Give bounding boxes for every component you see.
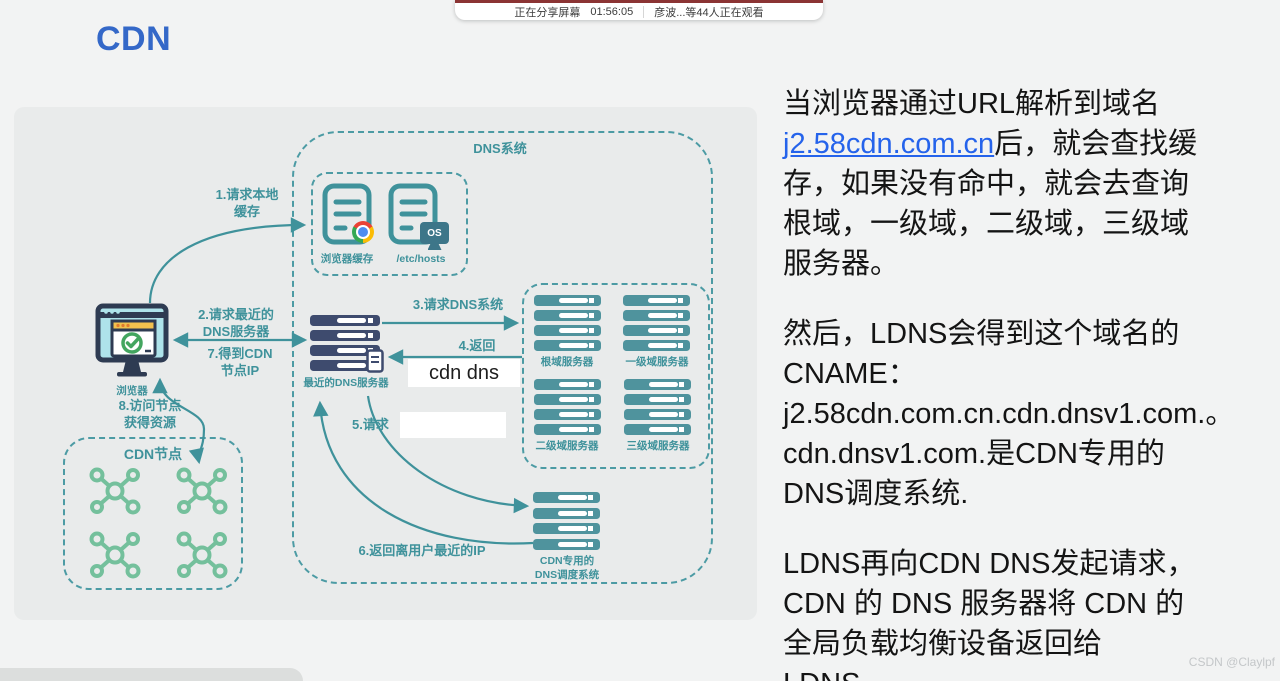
step3-label: 3.请求DNS系统 [412,297,504,312]
hosts-file-icon [388,183,438,245]
cdn-scheduler-server-icon [533,492,600,550]
browser-label: 浏览器 [116,385,148,397]
step7-label: 7.得到CDN 节点IP [207,346,273,379]
blank-annotation-box [400,412,506,438]
local-cache-box [311,172,468,276]
first-level-server-label: 一级域服务器 [625,356,689,368]
root-domain-server-label: 根域服务器 [540,356,594,368]
note-paragraph-2: 然后，LDNS会得到这个域名的CNAME：j2.58cdn.com.cn.cdn… [783,318,1235,510]
root-domain-server-icon [534,295,601,351]
step2-label: 2.请求最近的 DNS服务器 [198,307,274,340]
chrome-icon [352,221,374,243]
domain-servers-box [522,283,710,469]
cdn-nodes-label: CDN节点 [123,446,183,462]
page-title: CDN [96,20,172,58]
step5-label: 5.请求 [352,417,389,432]
p1-before: 当浏览器通过URL解析到域名 [783,88,1161,120]
background-window-edge [0,668,303,681]
step4-label: 4.返回 [458,338,496,353]
step6-label: 6.返回离用户最近的IP [358,543,486,558]
cdn-node-icon [89,467,141,515]
screen-share-bar: 正在分享屏幕 01:56:05 彦波...等44人正在观看 [455,0,823,20]
cdn-dns-annotation: cdn dns [408,359,520,387]
domain-link[interactable]: j2.58cdn.com.cn [783,128,995,160]
csdn-watermark: CSDN @Claylpf [1188,655,1275,669]
share-timer: 01:56:05 [590,5,634,18]
browser-cache-file-icon [322,183,372,245]
share-bar-divider [643,5,645,18]
third-level-server-icon [624,379,691,435]
p1-after: 后，就会查找缓存，如果没有命中，就会去查询根域，一级域，二级域，三级域服务器。 [783,128,1198,280]
browser-cache-label: 浏览器缓存 [320,253,374,265]
cdn-node-icon [176,467,228,515]
second-level-server-label: 二级域服务器 [535,440,599,452]
cdn-node-icon [89,531,141,579]
dns-system-label: DNS系统 [473,141,527,156]
dns-system-box [292,131,713,584]
second-level-server-icon [534,379,601,435]
nearest-dns-label: 最近的DNS服务器 [303,377,389,389]
note-paragraph-1: 当浏览器通过URL解析到域名 j2.58cdn.com.cn后，就会查找缓存，如果… [783,84,1207,284]
browser-icon [95,303,169,377]
share-viewers-text: 彦波...等44人正在观看 [654,6,764,19]
first-level-server-icon [623,295,690,351]
arrow-step1 [148,217,307,304]
cdn-diagram-panel: DNS系统 OS 浏览器缓存 /etc/hosts 浏览器 [14,107,757,620]
dns-record-doc-icon [366,349,384,373]
etc-hosts-label: /etc/hosts [396,253,446,265]
cdn-node-icon [176,531,228,579]
note-paragraph-3: LDNS再向CDN DNS发起请求，CDN 的 DNS 服务器将 CDN 的全局… [783,548,1196,681]
share-status-text: 正在分享屏幕 [514,6,581,19]
third-level-server-label: 三级域服务器 [626,440,690,452]
notes-column: 当浏览器通过URL解析到域名 j2.58cdn.com.cn后，就会查找缓存，如果… [783,84,1235,681]
os-icon: OS [420,222,449,244]
nearest-dns-server-icon [310,315,380,371]
step1-label: 1.请求本地 缓存 [215,187,279,220]
cdn-scheduler-label: CDN专用的 DNS调度系统 [534,555,600,581]
step8-label: 8.访问节点 获得资源 [118,398,182,431]
